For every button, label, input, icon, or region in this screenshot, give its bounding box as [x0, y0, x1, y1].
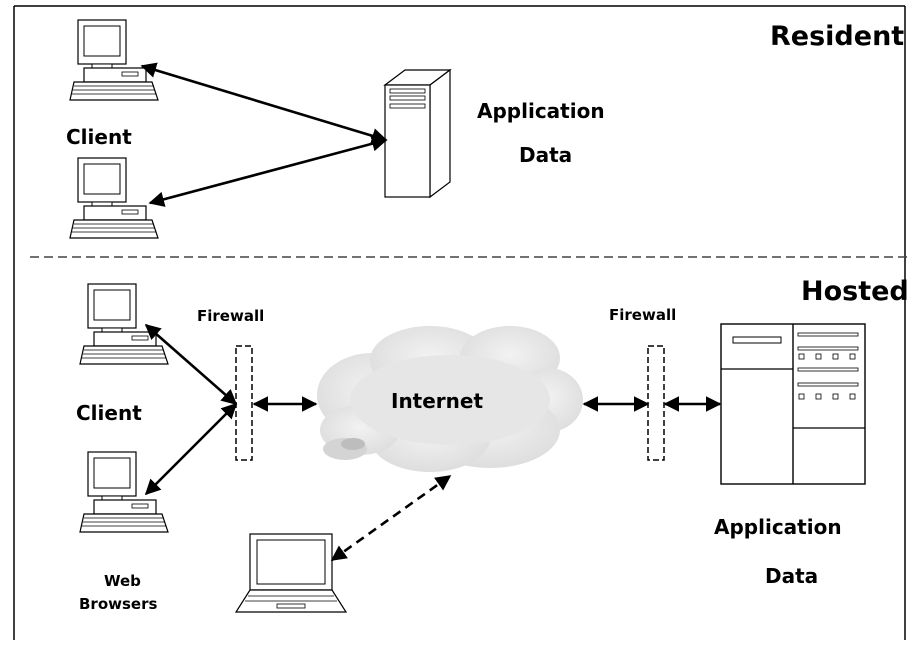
- hosted-client-computer-top: [79, 283, 169, 365]
- firewall-right-label: Firewall: [609, 306, 677, 324]
- internet-cloud: [317, 326, 583, 472]
- hosted-server-rack: [720, 323, 866, 485]
- resident-link-bottom: [148, 136, 388, 207]
- firewall-left: [235, 345, 253, 461]
- laptop-to-internet: [330, 474, 452, 562]
- resident-client-computer-top: [69, 19, 159, 101]
- hosted-client-label: Client: [76, 401, 142, 425]
- internet-label: Internet: [391, 389, 484, 413]
- resident-link-top: [140, 62, 388, 144]
- hosted-client-top-to-firewall: [144, 323, 238, 406]
- hosted-app-label-line2: Data: [765, 564, 819, 588]
- web-browsers-label-line2: Browsers: [79, 595, 158, 613]
- resident-client-label: Client: [66, 125, 132, 149]
- resident-app-label-line2: Data: [519, 143, 573, 167]
- hosted-client-bottom-to-firewall: [144, 402, 238, 496]
- web-browsers-label-line1: Web: [104, 572, 141, 590]
- hosted-heading: Hosted: [801, 276, 909, 307]
- resident-app-label-line1: Application: [477, 99, 605, 123]
- resident-server-tower: [383, 68, 452, 199]
- laptop-icon: [234, 533, 348, 613]
- hosted-client-computer-bottom: [79, 451, 169, 533]
- firewall-right: [647, 345, 665, 461]
- firewall-left-label: Firewall: [197, 307, 265, 325]
- resident-heading: Resident: [770, 21, 905, 52]
- resident-client-computer-bottom: [69, 157, 159, 239]
- hosted-app-label-line1: Application: [714, 515, 842, 539]
